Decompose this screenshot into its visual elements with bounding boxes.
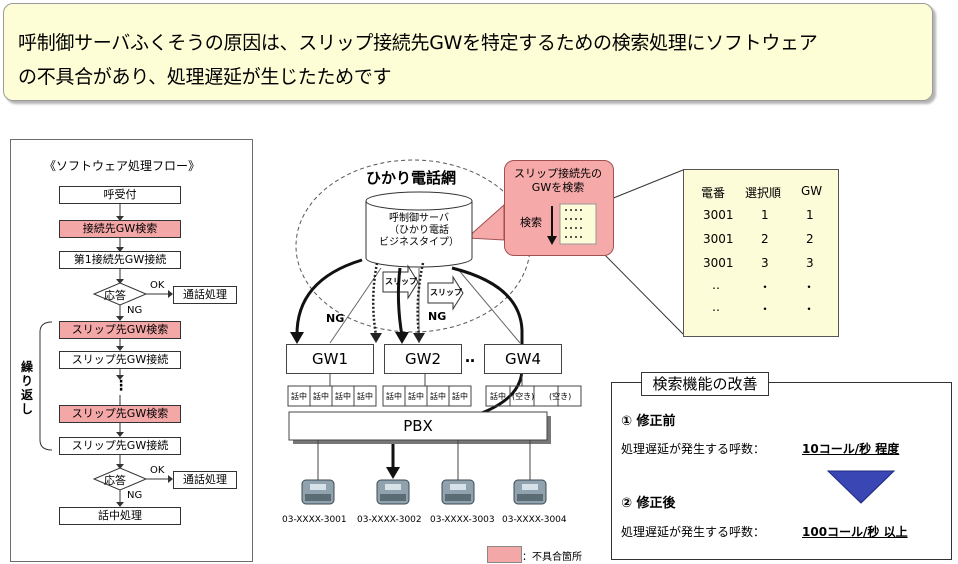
flow-title: 《ソフトウェア処理フロー》 [44,159,201,173]
slot-label: 話中 [335,392,351,401]
gw2-box: GW2 [384,344,462,374]
table-cell: 3 [806,256,814,270]
table-header-order: 選択順 [745,186,782,200]
phone-number-3004: 03-XXXX-3004 [502,515,567,525]
phone-icon [441,479,475,505]
table-cell: 1 [761,208,769,222]
ng-label-b: NG [428,310,447,323]
network-title: ひかり電話網 [366,169,457,187]
callout-title: スリップ接続先の GWを検索 [504,167,612,195]
gw1-box: GW1 [286,344,374,374]
phone-icon [513,479,547,505]
flow-call-receive: 呼受付 [59,186,181,204]
slot-label: 話中 [386,392,402,401]
server-label-line-3: ビジネスタイプ） [379,237,459,248]
slot-label: 話中 [357,392,373,401]
table-cell: 3 [761,256,769,270]
legend-swatch [487,546,522,563]
slot-label: 話中 [408,392,424,401]
phone-icon [301,479,335,505]
slip-label-1: スリップ [385,277,417,286]
callout-line-2: GWを検索 [531,181,585,194]
flow-response-1: 応答 [104,289,126,302]
flow-slip-connect-1: スリップ先GW接続 [59,351,181,369]
before-text: 処理遅延が発生する呼数： [621,442,766,456]
improvement-title: 検索機能の改善 [641,372,769,396]
after-value: 100コール/秒 以上 [802,525,908,539]
after-label: ② 修正後 [621,496,676,511]
table-cell: 1 [806,208,814,222]
callout-line-1: スリップ接続先の [514,167,602,180]
slot-label: 話中 [430,392,446,401]
before-value: 10コール/秒 程度 [802,442,900,456]
call-control-server [365,191,473,268]
gw4-box: GW4 [484,344,562,374]
improvement-panel [611,382,952,560]
table-cell: 2 [761,232,769,246]
flow-slip-connect-2: スリップ先GW接続 [59,437,181,455]
table-cell: 3001 [703,208,734,222]
ng-label-a: NG [326,312,345,325]
table-cell: ‥ [712,278,721,292]
banner-line-2: の不具合があり、処理遅延が生じたためです [18,66,392,88]
flow-response-2: 応答 [104,474,126,487]
down-arrow-icon [826,470,896,504]
software-flow-panel [10,139,253,562]
phone-number-3003: 03-XXXX-3003 [430,515,495,525]
flow-call-process-2: 通話処理 [173,471,237,489]
legend-text: ：不具合箇所 [522,552,582,563]
pbx-label: PBX [403,417,433,435]
before-label: ① 修正前 [621,414,676,429]
flow-ng-1: NG [127,305,143,316]
flow-slip-search-defect-1: スリップ先GW検索 [59,321,181,339]
banner-line-1: 呼制御サーバふくそうの原因は、スリップ接続先GWを特定するための検索処理にソフト… [18,32,818,54]
flow-first-gw-connect: 第1接続先GW接続 [59,251,181,269]
callout-search-graphic [547,203,597,245]
server-label-line-2: （ひかり電話 [389,225,449,236]
table-header-number: 電番 [701,186,726,200]
slip-label-2: スリップ [430,288,462,297]
flow-repeat-label: 繰り返し [21,360,34,416]
slot-label: 話中 [490,392,506,401]
table-header-gw: GW [801,184,823,198]
slot-label: (空き) [549,392,572,401]
table-cell: ‥ [712,300,721,314]
slot-label: 話中 [313,392,329,401]
table-cell: ・ [803,280,816,294]
table-cell: ・ [803,302,816,316]
flow-ng-2: NG [127,490,143,501]
phone-number-3002: 03-XXXX-3002 [357,515,422,525]
server-label-line-1: 呼制御サーバ [389,213,449,224]
phone-icon [376,479,410,505]
callout-search-label: 検索 [520,216,542,229]
slot-label: (空き) [512,392,535,401]
summary-banner: 呼制御サーバふくそうの原因は、スリップ接続先GWを特定するための検索処理にソフト… [3,3,933,101]
table-cell: 2 [806,232,814,246]
flow-ellipsis: ⋮ [114,378,128,394]
flow-call-process-1: 通話処理 [173,286,237,304]
after-text: 処理遅延が発生する呼数： [621,525,766,539]
flow-gw-search-defect: 接続先GW検索 [59,220,181,238]
search-table [683,169,839,337]
table-cell: ・ [759,280,772,294]
phone-number-3001: 03-XXXX-3001 [282,515,347,525]
slot-label: 話中 [452,392,468,401]
flow-ok-1: OK [150,280,165,291]
slot-label: 話中 [291,392,307,401]
table-cell: 3001 [703,256,734,270]
flow-slip-search-defect-2: スリップ先GW検索 [59,405,181,423]
server-label: 呼制御サーバ （ひかり電話 ビジネスタイプ） [366,213,472,249]
gw-ellipsis: ‥ [465,348,476,366]
table-cell: 3001 [703,232,734,246]
flow-ok-2: OK [150,465,165,476]
table-cell: ・ [759,302,772,316]
flow-busy-process: 話中処理 [59,507,181,525]
